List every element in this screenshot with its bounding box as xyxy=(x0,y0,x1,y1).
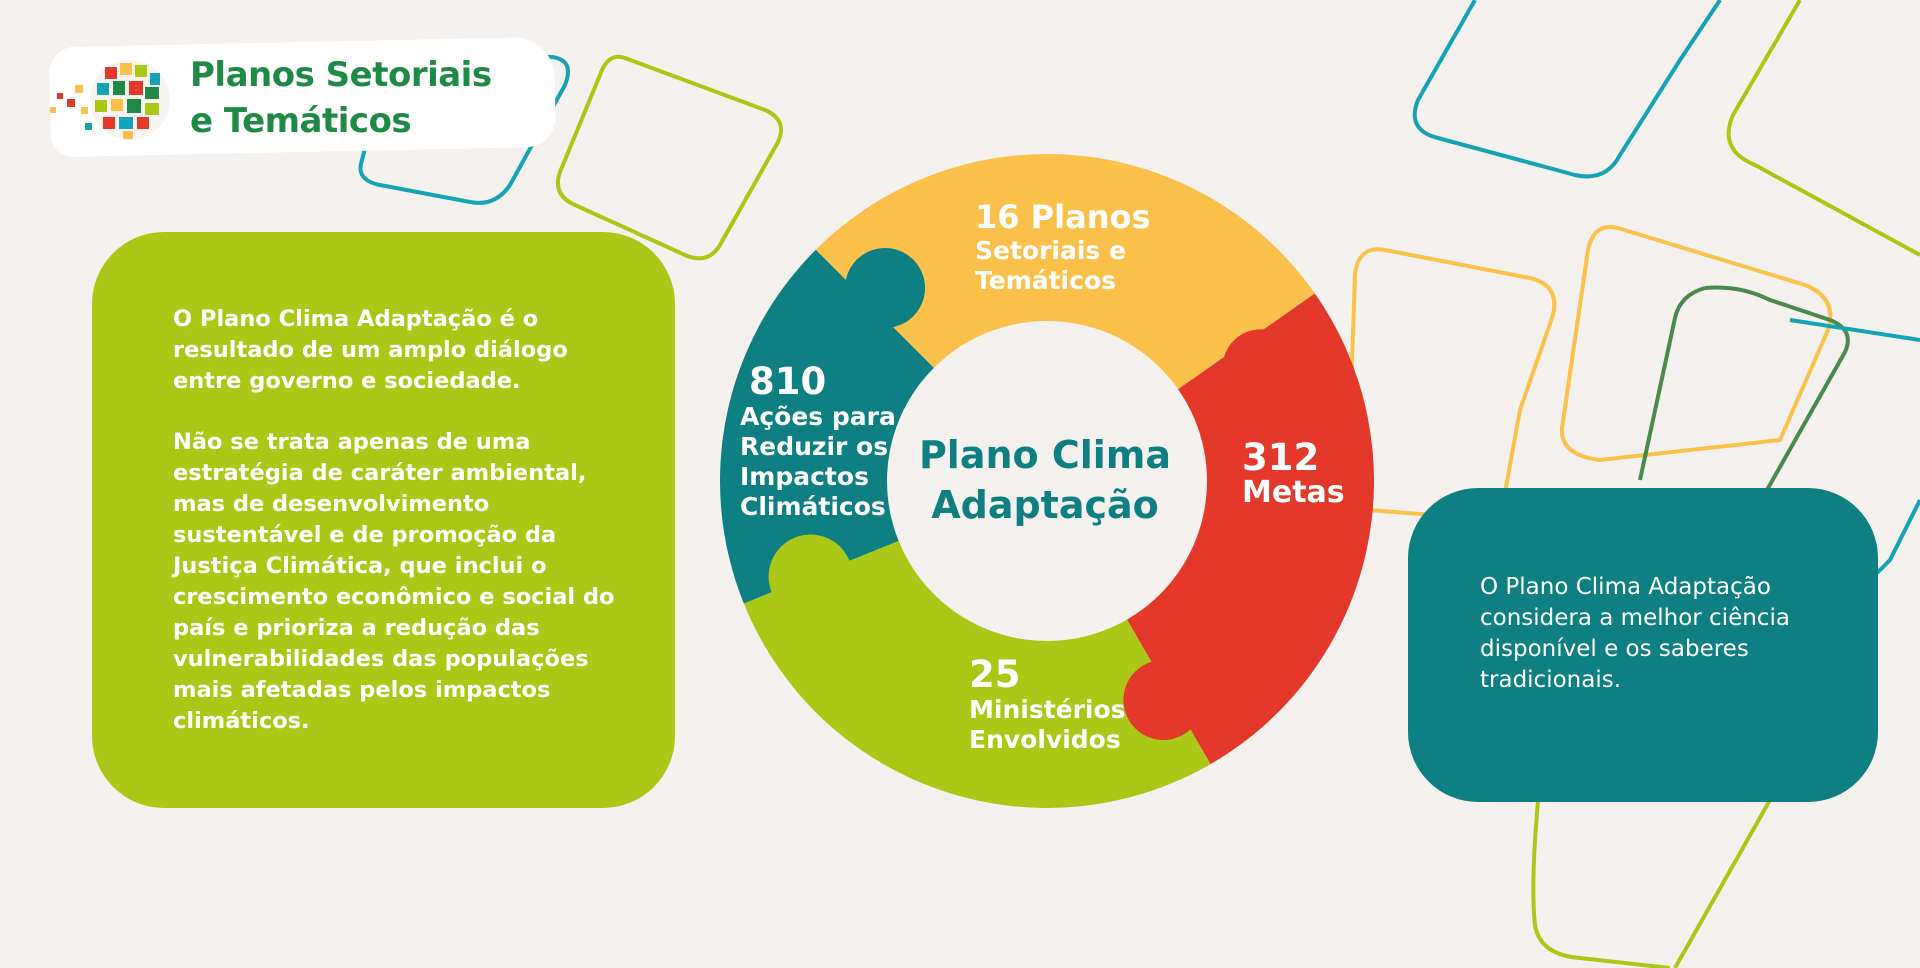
piece-text-acoes-2: Reduzir os xyxy=(740,432,889,461)
outline-blue-top-right xyxy=(1412,0,1722,179)
outline-yellow-right xyxy=(1559,225,1833,462)
piece-ministerios xyxy=(743,540,1211,808)
outline-green-bottom-right xyxy=(1531,779,1772,968)
piece-text-metas-1: Metas xyxy=(1242,475,1345,510)
piece-label-ministerios: 25 Ministérios Envolvidos xyxy=(969,655,1126,755)
science-panel: O Plano Clima Adaptação considera a melh… xyxy=(1408,488,1878,802)
intro-paragraph-2: Não se trata apenas de uma estratégia de… xyxy=(173,429,615,734)
center-title-line1: Plano Clima xyxy=(918,433,1172,477)
piece-text-acoes-3: Impactos xyxy=(740,462,869,491)
piece-number-ministerios: 25 xyxy=(969,653,1021,696)
science-text: O Plano Clima Adaptação considera a melh… xyxy=(1480,574,1790,693)
piece-number-metas: 312 xyxy=(1242,436,1320,479)
piece-number-planos: 16 Planos xyxy=(975,198,1151,236)
intro-text: O Plano Clima Adaptação é o resultado de… xyxy=(173,304,643,767)
outline-green-top-left xyxy=(555,54,783,261)
center-title: Plano Clima Adaptação xyxy=(905,430,1185,530)
piece-text-acoes-1: Ações para xyxy=(740,402,896,431)
outline-darkgreen-right xyxy=(1638,285,1850,521)
piece-text-ministerios-1: Ministérios xyxy=(969,695,1126,724)
piece-label-planos: 16 Planos Setoriais e Temáticos xyxy=(975,198,1151,296)
puzzle-tab-4 xyxy=(845,247,926,328)
piece-acoes xyxy=(720,249,934,604)
puzzle-tab-3 xyxy=(768,534,853,619)
page-title-line1: Planos Setoriais xyxy=(190,55,492,95)
intro-paragraph-1: O Plano Clima Adaptação é o resultado de… xyxy=(173,306,568,394)
page-title-line2: e Temáticos xyxy=(190,101,412,141)
piece-text-planos-2: Temáticos xyxy=(975,266,1117,295)
piece-text-acoes-4: Climáticos xyxy=(740,492,886,521)
piece-metas xyxy=(1127,293,1375,765)
puzzle-tab-2 xyxy=(1123,659,1204,740)
piece-label-acoes: 810 Ações para Reduzir os Impactos Climá… xyxy=(740,362,896,522)
piece-planos xyxy=(815,153,1315,390)
piece-label-metas: 312 Metas xyxy=(1242,438,1345,508)
piece-text-planos-1: Setoriais e xyxy=(975,236,1126,265)
center-title-line2: Adaptação xyxy=(931,483,1159,527)
page-title: Planos Setoriais e Temáticos xyxy=(190,52,570,144)
piece-text-ministerios-2: Envolvidos xyxy=(969,725,1121,754)
globe-logo-icon xyxy=(50,60,170,140)
puzzle-tab-1 xyxy=(1222,329,1299,406)
piece-number-acoes: 810 xyxy=(749,360,827,403)
outline-green-top-right xyxy=(1726,0,1920,257)
intro-panel: O Plano Clima Adaptação é o resultado de… xyxy=(92,232,675,808)
